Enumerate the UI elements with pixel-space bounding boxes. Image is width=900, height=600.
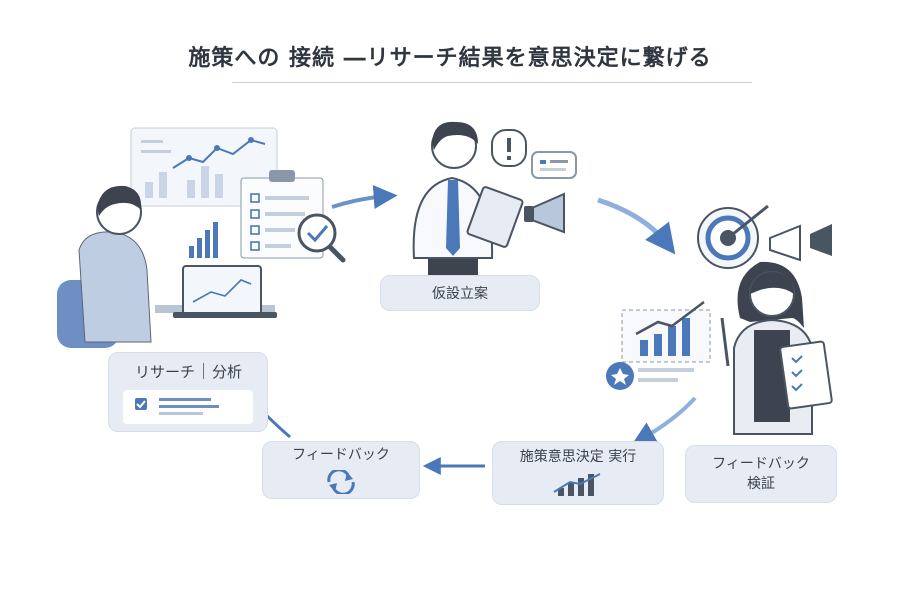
refresh-icon xyxy=(327,470,355,494)
bar-chart-icon xyxy=(189,222,218,258)
step-card-verification: フィードバック 検証 xyxy=(685,445,837,503)
hypothesis-illustration xyxy=(412,121,577,278)
title-underline xyxy=(232,82,752,83)
planner-person xyxy=(412,121,524,278)
arrow-verification-to-execution xyxy=(631,396,697,445)
step-card-execution: 施策意思決定 実行 xyxy=(492,441,664,505)
arrow-research-to-hypothesis xyxy=(331,185,398,209)
target-icon xyxy=(697,204,769,269)
clipboard-icon xyxy=(779,340,833,410)
execution-label: 施策意思決定 実行 xyxy=(519,449,637,465)
verification-illustration xyxy=(606,204,833,435)
arrow-hypothesis-to-verification xyxy=(597,197,676,255)
label-divider xyxy=(203,363,205,379)
research-label: リサーチ xyxy=(135,362,196,381)
megaphone-icon xyxy=(769,224,832,262)
page-title: 施策への 接続 ―リサーチ結果を意思決定に繋げる xyxy=(188,46,712,71)
bar-chart-icon xyxy=(145,166,223,198)
megaphone-icon xyxy=(524,192,565,234)
chat-bubble-icon xyxy=(531,151,577,179)
laptop-icon xyxy=(173,265,277,318)
growth-chart-icon xyxy=(553,473,601,496)
growth-chart-icon xyxy=(621,301,711,363)
star-icon xyxy=(606,362,634,390)
feedback-label: フィードバック xyxy=(292,447,390,463)
mini-report xyxy=(123,389,253,424)
verification-label2: 検証 xyxy=(747,476,775,492)
step-card-feedback: フィードバック xyxy=(262,441,420,499)
analysis-label: 分析 xyxy=(212,362,243,381)
checklist-icon xyxy=(135,397,219,415)
hypothesis-label: 仮設立案 xyxy=(432,286,488,302)
magnifier-icon xyxy=(297,213,346,263)
verifier-person xyxy=(720,261,813,435)
step-card-research: リサーチ 分析 xyxy=(108,352,268,432)
alert-bubble-icon xyxy=(491,129,527,167)
verification-label: フィードバック xyxy=(712,456,810,472)
step-card-hypothesis: 仮設立案 xyxy=(380,275,540,311)
research-illustration xyxy=(57,127,346,348)
